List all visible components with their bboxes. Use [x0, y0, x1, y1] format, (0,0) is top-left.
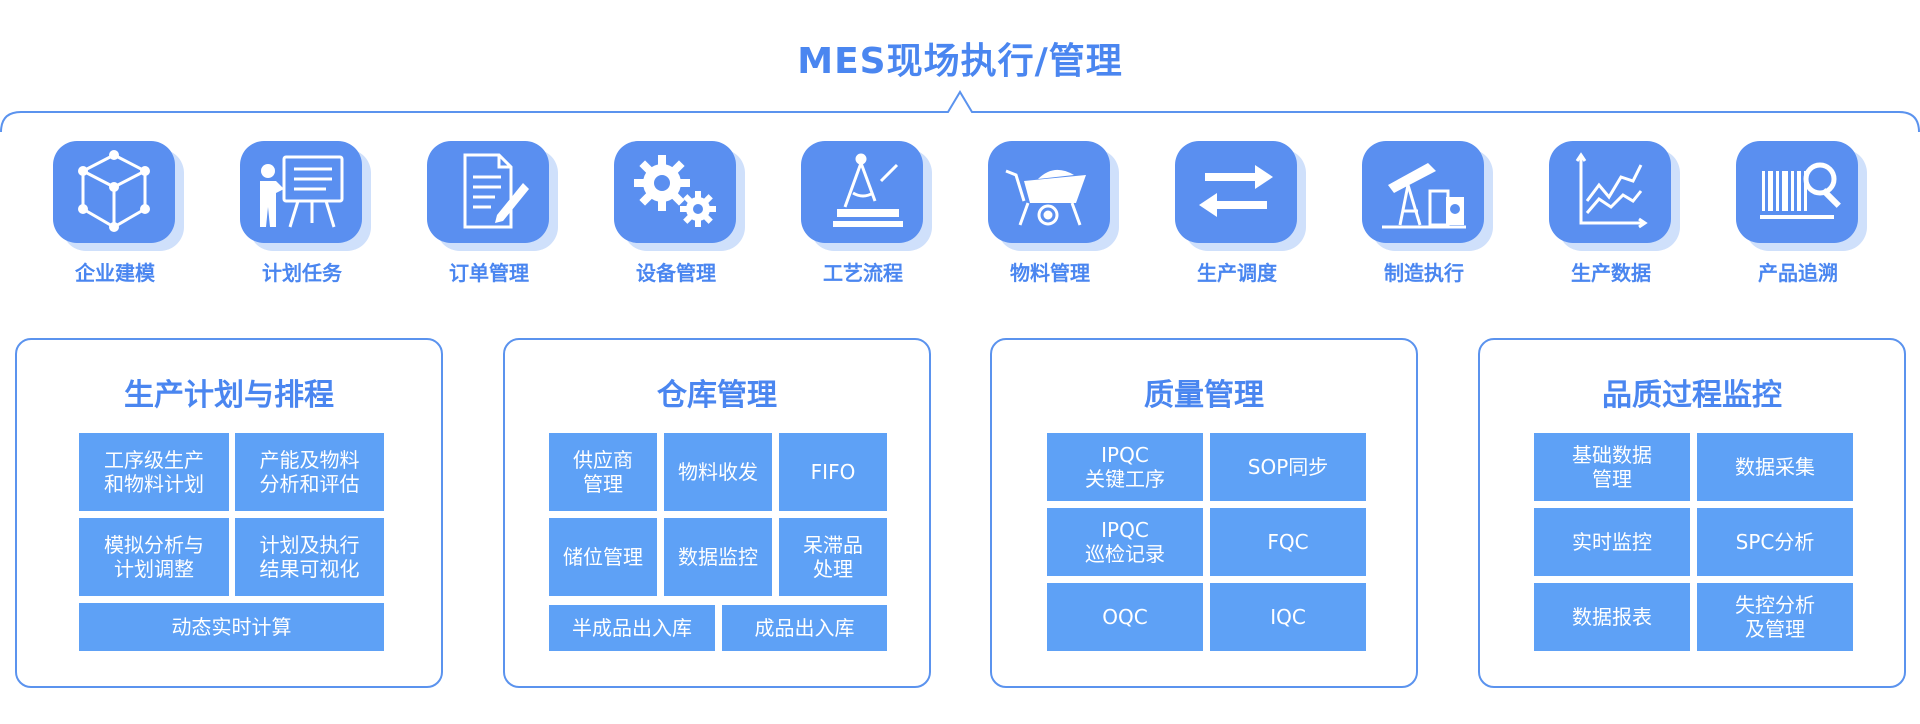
cell-data-collection[interactable]: 数据采集: [1697, 433, 1853, 501]
wheelbarrow-icon: [988, 141, 1110, 243]
cell-simulation-adjustment[interactable]: 模拟分析与 计划调整: [79, 518, 229, 596]
cell-result-visualization[interactable]: 计划及执行 结果可视化: [235, 518, 384, 596]
cell-iqc[interactable]: IQC: [1210, 583, 1366, 651]
panel-warehouse-management: 仓库管理 供应商 管理 物料收发 FIFO 储位管理 数据监控 呆滞品 处理 半…: [503, 338, 931, 688]
module-label: 物料管理: [1010, 261, 1090, 285]
module-product-traceability[interactable]: 产品追溯: [1736, 141, 1860, 286]
module-icons-row: 企业建模 计划任务 订单管理: [53, 141, 1865, 291]
cell-basic-data-management[interactable]: 基础数据 管理: [1534, 433, 1690, 501]
cell-material-receive-issue[interactable]: 物料收发: [664, 433, 772, 511]
module-equipment-management[interactable]: 设备管理: [614, 141, 738, 286]
module-manufacturing-execution[interactable]: 制造执行: [1362, 141, 1486, 286]
module-production-data[interactable]: 生产数据: [1549, 141, 1673, 286]
module-label: 生产数据: [1571, 261, 1651, 285]
line-chart-icon: [1549, 141, 1671, 243]
swap-arrows-icon: [1175, 141, 1297, 243]
panel-title: 品质过程监控: [1602, 378, 1782, 413]
gears-icon: [614, 141, 736, 243]
cell-capacity-analysis[interactable]: 产能及物料 分析和评估: [235, 433, 384, 511]
cell-realtime-calculation[interactable]: 动态实时计算: [79, 603, 384, 651]
cell-storage-location[interactable]: 储位管理: [549, 518, 657, 596]
cell-fifo[interactable]: FIFO: [779, 433, 887, 511]
panel-title: 质量管理: [1144, 378, 1264, 413]
cell-fqc[interactable]: FQC: [1210, 508, 1366, 576]
panel-title: 生产计划与排程: [124, 378, 334, 413]
factory-pump-icon: [1362, 141, 1484, 243]
cell-finished-goods-inout[interactable]: 成品出入库: [722, 605, 887, 651]
cell-data-report[interactable]: 数据报表: [1534, 583, 1690, 651]
module-material-management[interactable]: 物料管理: [988, 141, 1112, 286]
module-label: 计划任务: [262, 261, 342, 285]
compass-tools-icon: [801, 141, 923, 243]
module-label: 生产调度: [1197, 261, 1277, 285]
cell-data-monitoring[interactable]: 数据监控: [664, 518, 772, 596]
module-label: 工艺流程: [823, 261, 903, 285]
module-production-scheduling[interactable]: 生产调度: [1175, 141, 1299, 286]
presentation-icon: [240, 141, 362, 243]
module-label: 订单管理: [449, 261, 529, 285]
panel-production-planning: 生产计划与排程 工序级生产 和物料计划 产能及物料 分析和评估 模拟分析与 计划…: [15, 338, 443, 688]
panel-quality-process-monitoring: 品质过程监控 基础数据 管理 数据采集 实时监控 SPC分析 数据报表 失控分析…: [1478, 338, 1906, 688]
module-label: 企业建模: [75, 261, 155, 285]
cube-network-icon: [53, 141, 175, 243]
cell-realtime-monitoring[interactable]: 实时监控: [1534, 508, 1690, 576]
cell-slow-moving-handling[interactable]: 呆滞品 处理: [779, 518, 887, 596]
cell-ipqc-patrol-record[interactable]: IPQC 巡检记录: [1047, 508, 1203, 576]
cell-process-level-plan[interactable]: 工序级生产 和物料计划: [79, 433, 229, 511]
cell-semi-finished-inout[interactable]: 半成品出入库: [549, 605, 715, 651]
cell-supplier-management[interactable]: 供应商 管理: [549, 433, 657, 511]
order-document-icon: [427, 141, 549, 243]
module-label: 设备管理: [636, 261, 716, 285]
cell-ipqc-key-process[interactable]: IPQC 关键工序: [1047, 433, 1203, 501]
module-plan-tasks[interactable]: 计划任务: [240, 141, 364, 286]
module-process-flow[interactable]: 工艺流程: [801, 141, 925, 286]
cell-out-of-control-analysis[interactable]: 失控分析 及管理: [1697, 583, 1853, 651]
panel-title: 仓库管理: [657, 378, 777, 413]
page-title: MES现场执行/管理: [797, 41, 1123, 82]
module-order-management[interactable]: 订单管理: [427, 141, 551, 286]
module-label: 产品追溯: [1758, 261, 1838, 285]
header-bracket-line: [0, 90, 1920, 133]
module-enterprise-modeling[interactable]: 企业建模: [53, 141, 177, 286]
module-label: 制造执行: [1384, 261, 1464, 285]
barcode-search-icon: [1736, 141, 1858, 243]
cell-spc-analysis[interactable]: SPC分析: [1697, 508, 1853, 576]
cell-oqc[interactable]: OQC: [1047, 583, 1203, 651]
cell-sop-sync[interactable]: SOP同步: [1210, 433, 1366, 501]
panel-quality-management: 质量管理 IPQC 关键工序 SOP同步 IPQC 巡检记录 FQC OQC I…: [990, 338, 1418, 688]
